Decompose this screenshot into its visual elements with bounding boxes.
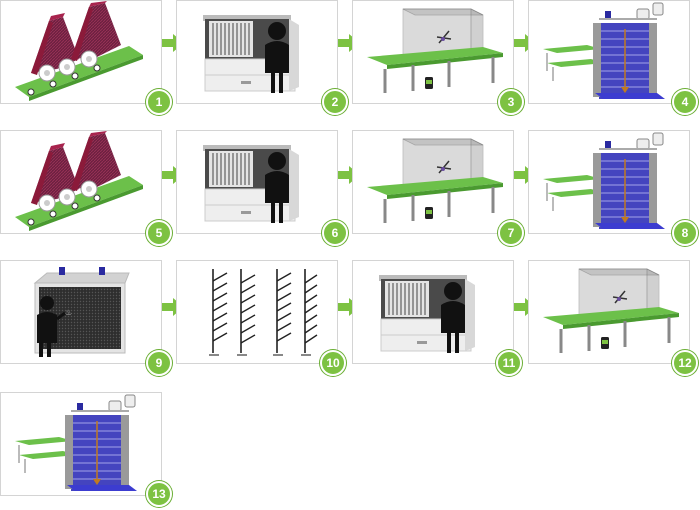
step-panel-7	[352, 130, 514, 234]
step-panel-8	[528, 130, 690, 234]
step-panel-13	[0, 392, 162, 496]
operator-cabinet-icon	[353, 261, 513, 363]
step-panel-9	[0, 260, 162, 364]
step-panel-4	[528, 0, 690, 104]
step-panel-11	[352, 260, 514, 364]
step-number-badge: 2	[322, 89, 348, 115]
step-panel-6	[176, 130, 338, 234]
step-panel-2	[176, 0, 338, 104]
stacked-rack-tower-icon	[529, 131, 689, 233]
step-panel-12	[528, 260, 690, 364]
step-number-badge: 4	[672, 89, 698, 115]
step-panel-10	[176, 260, 338, 364]
operator-cabinet-icon	[177, 1, 337, 103]
operator-cabinet-icon	[177, 131, 337, 233]
conveyor-enclosure-icon	[529, 261, 689, 363]
stacked-rack-tower-icon	[529, 1, 689, 103]
conveyor-enclosure-icon	[353, 1, 513, 103]
step-panel-3	[352, 0, 514, 104]
stacked-rack-tower-icon	[1, 393, 161, 495]
step-number-badge: 9	[146, 350, 172, 376]
step-number-badge: 6	[322, 220, 348, 246]
step-number-badge: 13	[146, 481, 172, 507]
dryer-drums-icon	[1, 1, 161, 103]
step-panel-1	[0, 0, 162, 104]
step-number-badge: 11	[496, 350, 522, 376]
step-number-badge: 3	[498, 89, 524, 115]
hanging-racks-icon	[177, 261, 337, 363]
step-panel-5	[0, 130, 162, 234]
step-number-badge: 8	[672, 220, 698, 246]
step-number-badge: 1	[146, 89, 172, 115]
operator-perforated-cabinet-icon	[1, 261, 161, 363]
step-number-badge: 7	[498, 220, 524, 246]
step-number-badge: 10	[320, 350, 346, 376]
step-number-badge: 5	[146, 220, 172, 246]
dryer-drums-icon	[1, 131, 161, 233]
step-number-badge: 12	[672, 350, 698, 376]
conveyor-enclosure-icon	[353, 131, 513, 233]
